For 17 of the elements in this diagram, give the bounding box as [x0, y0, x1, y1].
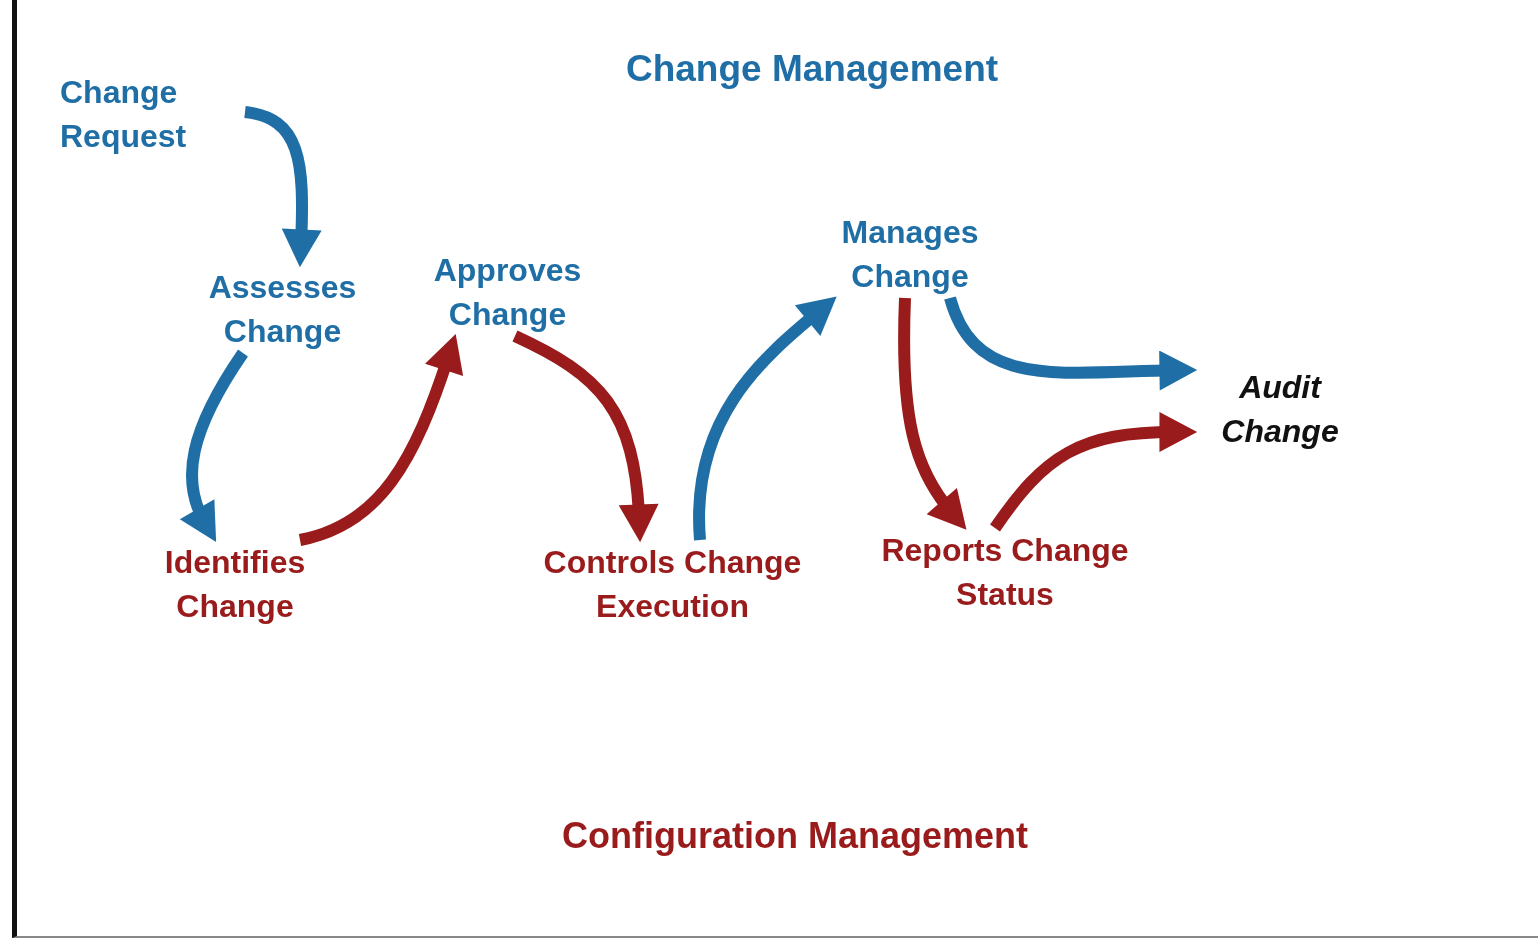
- node-label: Change Request: [60, 73, 188, 156]
- node-label: Approves Change: [432, 251, 583, 334]
- curved-arrow: [180, 349, 248, 543]
- node-label: Assesses Change: [207, 268, 358, 351]
- curved-arrow: [298, 333, 463, 546]
- curved-arrow: [990, 412, 1198, 532]
- curved-arrow: [693, 296, 837, 541]
- node-label: Audit Change: [1220, 368, 1340, 451]
- curved-arrow: [512, 330, 659, 543]
- diagram-title: Change Management: [624, 47, 1000, 91]
- node-label: Controls Change Execution: [542, 543, 803, 626]
- node-label: Reports Change Status: [880, 531, 1130, 614]
- node-label: Manages Change: [840, 213, 980, 296]
- curved-arrow: [944, 295, 1198, 391]
- node-label: Identifies Change: [163, 543, 307, 626]
- curved-arrow: [898, 297, 966, 531]
- diagram-caption: Configuration Management: [561, 814, 1029, 858]
